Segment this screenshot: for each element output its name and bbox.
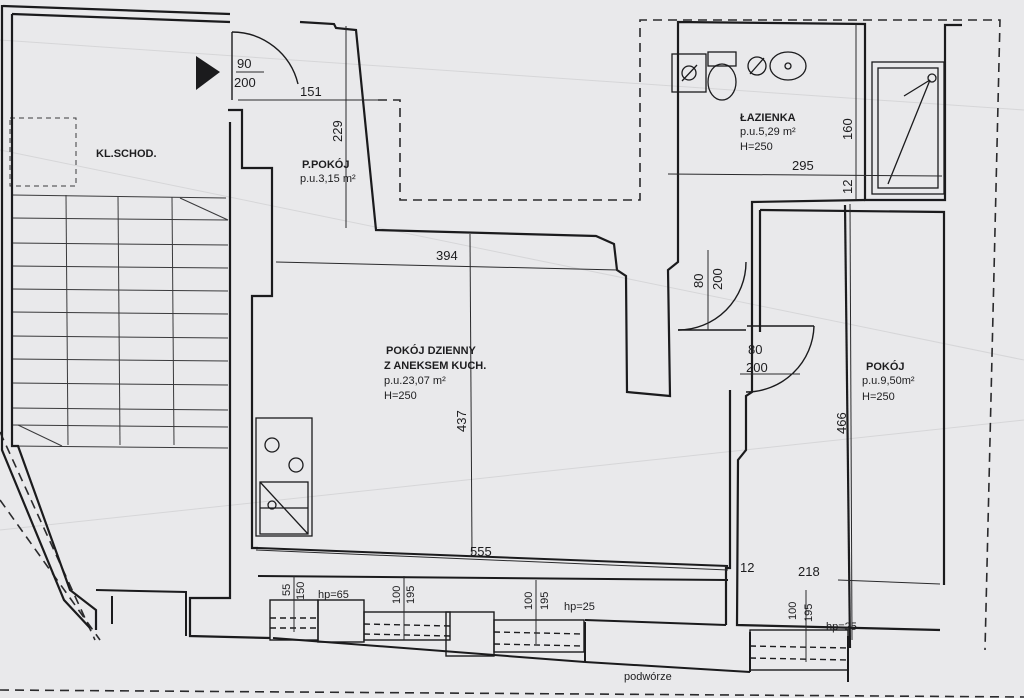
window4-sill: 100 — [787, 602, 799, 620]
hall-length-dimension: 229 — [330, 120, 345, 142]
bath-wall-thickness-dimension: 12 — [840, 180, 855, 194]
bedroom-door-height: 200 — [746, 360, 768, 375]
living-width-top-dimension: 394 — [436, 248, 458, 263]
window3-hp: hp=25 — [564, 601, 595, 613]
walls — [0, 4, 962, 649]
entrance-door-height: 200 — [234, 75, 256, 90]
bedroom-area: p.u.9,50m² — [862, 375, 915, 387]
bathroom-width-dimension: 295 — [792, 158, 814, 173]
window1-height: 150 — [295, 582, 307, 600]
entrance-door-width: 90 — [237, 56, 251, 71]
window3-height: 195 — [539, 592, 551, 610]
bathroom-door-height: 200 — [710, 268, 725, 290]
kitchen-fixtures — [255, 417, 313, 537]
dimension-lines — [236, 24, 943, 662]
window3-sill: 100 — [523, 592, 535, 610]
paper-fold-lines — [0, 39, 1024, 531]
bedroom-door-width: 80 — [748, 342, 762, 357]
window1-sill: 55 — [281, 584, 293, 596]
living-height: H=250 — [384, 390, 417, 402]
living-area: p.u.23,07 m² — [384, 375, 446, 387]
living-name-line2: Z ANEKSEM KUCH. — [384, 360, 486, 372]
exterior-wall — [95, 547, 849, 682]
hall-name: P.POKÓJ — [302, 158, 350, 171]
hall-width-dimension: 151 — [300, 84, 322, 99]
bedroom-name: POKÓJ — [866, 360, 905, 373]
bathroom-fixtures — [671, 51, 945, 195]
dashed-outline — [0, 19, 1024, 698]
entrance-arrow-icon — [196, 56, 220, 90]
staircase-name: KL.SCHOD. — [96, 148, 157, 160]
bedroom-length-dimension: 466 — [834, 412, 849, 434]
windows — [269, 599, 849, 671]
staircase-steps — [9, 117, 229, 449]
doors — [231, 31, 815, 393]
living-length-dimension: 437 — [454, 410, 469, 432]
window2-height: 195 — [405, 586, 417, 604]
bathroom-area: p.u.5,29 m² — [740, 126, 796, 138]
bathroom-length-dimension: 160 — [840, 118, 855, 140]
window4-height: 195 — [803, 604, 815, 622]
hall-area: p.u.3,15 m² — [300, 173, 356, 185]
bathroom-height: H=250 — [740, 141, 773, 153]
bedroom-width-dimension: 218 — [798, 564, 820, 579]
bottom-wall-thickness-dimension: 12 — [740, 560, 754, 575]
bathroom-door-width: 80 — [691, 274, 706, 288]
courtyard-label: podwórze — [624, 671, 672, 683]
window1-hp: hp=65 — [318, 589, 349, 601]
living-name-line1: POKÓJ DZIENNY — [386, 344, 477, 357]
living-width-bottom-dimension: 555 — [470, 544, 492, 559]
bathroom-name: ŁAZIENKA — [740, 112, 796, 124]
window2-sill: 100 — [391, 586, 403, 604]
bedroom-height: H=250 — [862, 391, 895, 403]
window4-hp: hp=25 — [826, 621, 857, 633]
